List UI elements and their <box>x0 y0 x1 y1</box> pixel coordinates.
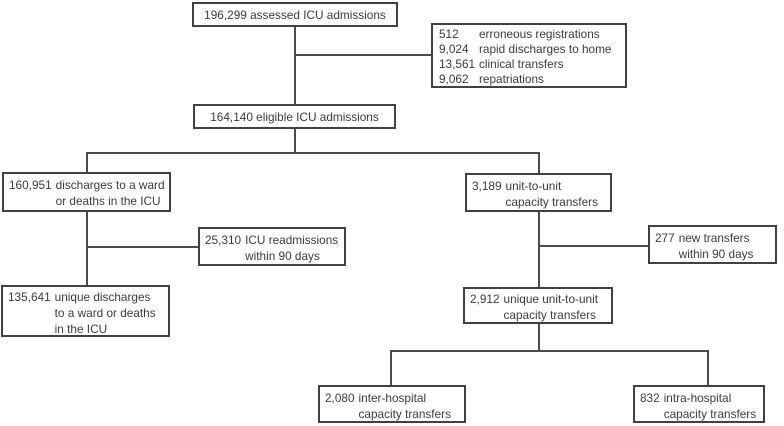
connector-intra-hospital-drop <box>707 350 709 385</box>
connector-assessed-to-eligible <box>294 27 296 104</box>
connector-to-readmissions <box>87 246 198 248</box>
connector-eligible-down <box>294 129 296 154</box>
box-unique-unit-to-unit-transfers: 2,912 unique unit-to-unit capacity trans… <box>463 287 613 324</box>
intra-hospital-transfers-label: intra-hospital capacity transfers <box>663 391 757 421</box>
exclusion-count: 512 <box>439 27 459 41</box>
exclusion-label: erroneous registrations <box>479 27 600 41</box>
assessed-admissions-text: 196,299 assessed ICU admissions <box>204 7 386 22</box>
unit-to-unit-transfers-label: unit-to-unit capacity transfers <box>505 179 598 209</box>
inter-hospital-transfers-label: inter-hospital capacity transfers <box>358 391 451 421</box>
exclusion-label: repatriations <box>479 72 544 86</box>
connector-discharges-down <box>86 212 88 285</box>
new-transfers-label: new transfers within 90 days <box>678 231 754 261</box>
box-unit-to-unit-transfers: 3,189 unit-to-unit capacity transfers <box>465 173 612 212</box>
unique-unit-to-unit-transfers-label: unique unit-to-unit capacity transfers <box>503 292 598 322</box>
ward-discharges-label: discharges to a ward or deaths in the IC… <box>55 178 165 208</box>
connector-unique-transfers-down <box>538 324 540 352</box>
connector-inter-hospital-drop <box>390 350 392 385</box>
box-icu-readmissions: 25,310 ICU readmissions within 90 days <box>198 227 346 266</box>
connector-branch-left-drop <box>86 152 88 172</box>
exclusion-label: rapid discharges to home <box>479 42 612 56</box>
eligible-admissions-text: 164,140 eligible ICU admissions <box>210 109 379 124</box>
box-assessed-admissions: 196,299 assessed ICU admissions <box>192 2 398 27</box>
box-unique-ward-discharges: 135,641 unique discharges to a ward or d… <box>1 285 170 337</box>
connector-to-exclusions <box>296 54 431 56</box>
connector-main-branch <box>86 152 539 154</box>
box-exclusions: 512 erroneous registrations 9,024 rapid … <box>431 23 627 88</box>
box-ward-discharges: 160,951 discharges to a ward or deaths i… <box>2 172 171 212</box>
box-new-transfers: 277 new transfers within 90 days <box>648 225 777 264</box>
intra-hospital-transfers-count: 832 <box>640 391 660 405</box>
icu-readmissions-label: ICU readmissions within 90 days <box>245 233 339 263</box>
exclusion-count: 9,024 <box>439 42 469 56</box>
exclusion-count: 13,561 <box>439 57 476 71</box>
inter-hospital-transfers-count: 2,080 <box>325 391 355 405</box>
icu-readmissions-count: 25,310 <box>205 233 242 247</box>
new-transfers-count: 277 <box>655 231 675 245</box>
connector-to-new-transfers <box>539 245 648 247</box>
box-eligible-admissions: 164,140 eligible ICU admissions <box>193 104 396 129</box>
connector-branch-right-drop <box>538 152 540 173</box>
unique-unit-to-unit-transfers-count: 2,912 <box>470 292 500 306</box>
unit-to-unit-transfers-count: 3,189 <box>472 179 502 193</box>
connector-bottom-branch <box>390 350 709 352</box>
box-intra-hospital-transfers: 832 intra-hospital capacity transfers <box>633 385 765 423</box>
box-inter-hospital-transfers: 2,080 inter-hospital capacity transfers <box>318 385 466 423</box>
unique-ward-discharges-label: unique discharges to a ward or deaths in… <box>54 290 156 336</box>
exclusion-label: clinical transfers <box>479 57 564 71</box>
unique-ward-discharges-count: 135,641 <box>8 290 51 304</box>
exclusion-count: 9,062 <box>439 72 469 86</box>
ward-discharges-count: 160,951 <box>9 178 52 192</box>
connector-transfers-down <box>538 212 540 287</box>
